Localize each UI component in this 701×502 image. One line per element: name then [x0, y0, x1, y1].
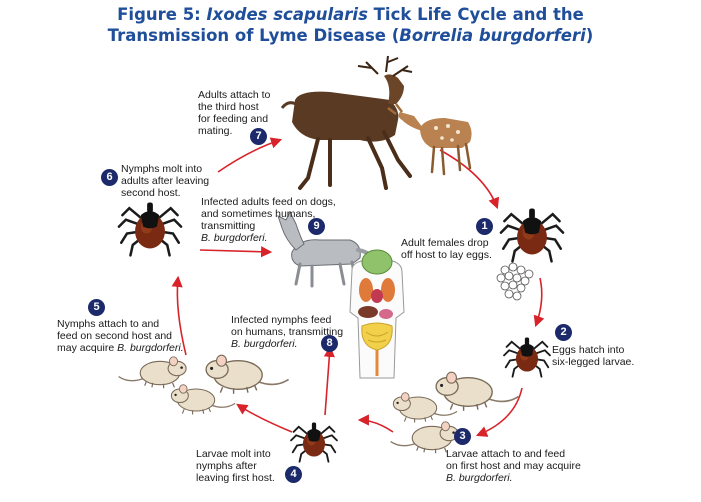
step-6-badge: 6: [101, 169, 118, 186]
step-5-caption: Nymphs attach to and feed on second host…: [57, 318, 184, 354]
step-3-badge: 3: [454, 428, 471, 445]
step-4-badge: 4: [285, 466, 302, 483]
arrow-5-to-6: [171, 275, 187, 356]
arrow-2-to-3: [475, 387, 523, 437]
caption-line: Nymphs attach to and: [57, 318, 160, 330]
step-9-caption: Infected adults feed on dogs, and someti…: [201, 196, 336, 244]
caption-line: on humans, transmitting: [231, 326, 344, 338]
caption-line: leaving first host.: [196, 472, 275, 484]
arrow-7-to-1: [439, 149, 500, 210]
caption-species: B. burgdorferi.: [231, 338, 298, 350]
step-2-caption: Eggs hatch into six-legged larvae.: [552, 344, 634, 368]
caption-line: transmitting: [201, 220, 256, 232]
tick-icon: [290, 421, 338, 463]
step-9-badge: 9: [308, 218, 325, 235]
caption-line: Nymphs molt into: [121, 163, 203, 175]
caption-line: second host.: [121, 187, 181, 199]
figure-title-line1: Figure 5: Ixodes scapularis Tick Life Cy…: [0, 5, 701, 24]
caption-line: Eggs hatch into: [552, 344, 625, 356]
mouse-icon: [435, 371, 520, 412]
step-1-badge: 1: [476, 218, 493, 235]
step-5-badge: 5: [88, 299, 105, 316]
caption-line: Infected nymphs feed: [231, 314, 332, 326]
caption-line: six-legged larvae.: [552, 356, 635, 368]
tick-icon: [499, 207, 565, 263]
arrow-6-to-7: [217, 137, 283, 173]
caption-line: off host to lay eggs.: [401, 249, 492, 261]
human-anatomy-icon: [349, 249, 405, 379]
caption-line: Adults attach to: [198, 89, 271, 101]
caption-species: B. burgdorferi.: [446, 472, 513, 484]
arrow-4-to-8: [323, 345, 335, 416]
arrow-6-to-9: [199, 246, 273, 258]
caption-line: nymphs after: [196, 460, 257, 472]
title-bacterium: Borrelia burgdorferi: [399, 26, 586, 45]
fawn-icon: [387, 103, 472, 176]
step-8-caption: Infected nymphs feed on humans, transmit…: [231, 314, 343, 350]
step-4-caption: Larvae molt into nymphs after leaving fi…: [196, 448, 275, 484]
caption-line: and sometimes humans,: [201, 208, 316, 220]
step-8-badge: 8: [321, 335, 338, 352]
step-2-badge: 2: [555, 324, 572, 341]
caption-line: Adult females drop: [401, 237, 489, 249]
title-suffix: Tick Life Cycle and the: [367, 5, 584, 24]
egg-cluster-icon: [496, 262, 534, 301]
step-7-caption: Adults attach to the third host for feed…: [198, 89, 270, 137]
caption-line: mating.: [198, 125, 233, 137]
caption-line: on first host and may acquire: [446, 460, 581, 472]
step-6-caption: Nymphs molt into adults after leaving se…: [121, 163, 209, 199]
arrow-1-to-2: [533, 277, 545, 328]
title-species: Ixodes scapularis: [206, 5, 368, 24]
mouse-icon: [117, 356, 187, 389]
caption-line: Infected adults feed on dogs,: [201, 196, 336, 208]
caption-species: B. burgdorferi.: [201, 232, 268, 244]
step-3-caption: Larvae attach to and feed on first host …: [446, 448, 581, 484]
title2-prefix: Transmission of Lyme Disease (: [107, 26, 400, 45]
figure-title-line2: Transmission of Lyme Disease (Borrelia b…: [0, 26, 701, 45]
caption-line: the third host: [198, 101, 259, 113]
caption-line: for feeding and: [198, 113, 269, 125]
deer-icon: [280, 55, 413, 190]
caption-line: may acquire B. burgdorferi.: [57, 342, 184, 354]
arrow-3-to-4: [357, 414, 394, 433]
step-7-badge: 7: [250, 128, 267, 145]
caption-line: Larvae molt into: [196, 448, 271, 460]
caption-species: B. burgdorferi.: [117, 342, 184, 354]
title-prefix: Figure 5:: [117, 5, 207, 24]
mouse-icon: [205, 354, 290, 395]
tick-icon: [503, 336, 551, 378]
caption-line: Larvae attach to and feed: [446, 448, 566, 460]
title2-suffix: ): [585, 26, 594, 45]
mouse-icon: [170, 384, 236, 416]
caption-line: feed on second host and: [57, 330, 173, 342]
caption-text: may acquire: [57, 342, 118, 354]
tick-icon: [117, 201, 183, 257]
caption-line: adults after leaving: [121, 175, 210, 187]
step-1-caption: Adult females drop off host to lay eggs.: [401, 237, 492, 261]
arrow-4-to-5: [236, 403, 293, 433]
